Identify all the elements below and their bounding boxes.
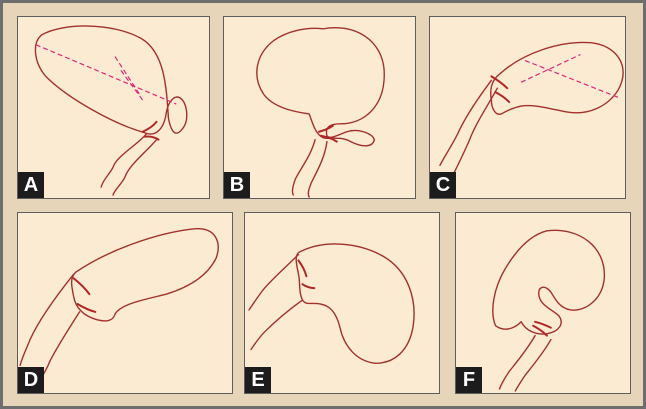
stomach-shape-a-drawing (18, 17, 209, 198)
esophagus-outline (249, 255, 302, 350)
stomach-shape-e-drawing (245, 213, 439, 393)
stomach-shape-f-drawing (456, 213, 630, 393)
panel-label: B (224, 172, 250, 198)
panel-label: C (430, 172, 456, 198)
axis-line (121, 70, 143, 100)
pylorus-mark (143, 122, 159, 140)
stomach-outline (257, 28, 384, 146)
panel-label: A (18, 172, 44, 198)
stomach-outline (296, 244, 414, 363)
axis-line (115, 57, 141, 97)
stomach-outline (72, 229, 219, 321)
esophagus-outline (292, 140, 326, 197)
pylorus-mark (298, 260, 314, 288)
panel-label: E (245, 367, 271, 393)
panel-c: C (429, 16, 626, 199)
esophagus-outline (440, 80, 497, 173)
stomach-outline (493, 230, 605, 334)
esophagus-outline (500, 336, 551, 391)
pylorus-mark (74, 278, 96, 312)
axis-line (521, 55, 580, 83)
stomach-outline (491, 43, 623, 115)
panel-b: B (223, 16, 416, 199)
stomach-outline (35, 26, 186, 134)
stomach-shape-d-drawing (18, 213, 232, 393)
stomach-shape-b-drawing (224, 17, 415, 198)
axis-line (525, 61, 620, 99)
panel-d: D (17, 212, 233, 394)
panel-label: D (18, 367, 44, 393)
pylorus-mark (319, 126, 337, 142)
panel-a: A (17, 16, 210, 199)
panel-label: F (456, 367, 482, 393)
stomach-shape-c-drawing (430, 17, 625, 198)
panel-f: F (455, 212, 631, 394)
panel-e: E (244, 212, 440, 394)
esophagus-outline (101, 134, 156, 195)
